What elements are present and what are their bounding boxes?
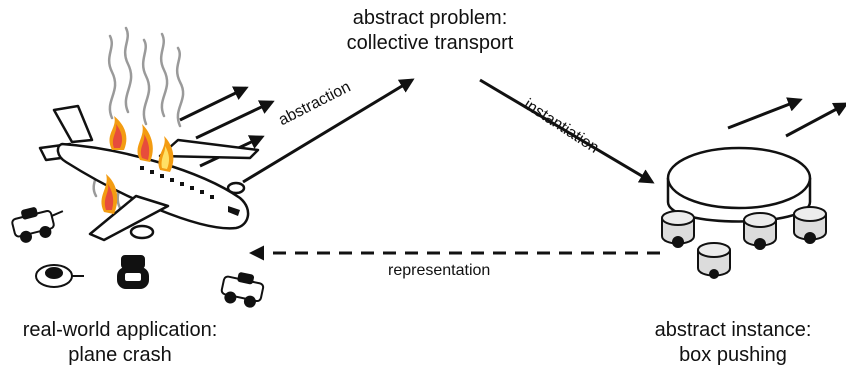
node-abstract-problem-line1: abstract problem:: [352, 7, 508, 29]
node-abstract-problem: abstract problem: collective transport: [300, 6, 560, 56]
box-icon: [666, 146, 812, 223]
node-abstract-instance-line2: box pushing: [679, 344, 787, 366]
robot-icon: [697, 242, 731, 279]
robot-icon: [220, 272, 265, 308]
node-real-world-line2: plane crash: [68, 344, 172, 366]
robot-icon: [743, 212, 777, 250]
instantiation-arrow: [479, 78, 655, 184]
node-abstract-instance-line1: abstract instance:: [654, 319, 812, 341]
robot-icon: [11, 207, 64, 243]
robot-icon: [661, 210, 695, 248]
abstraction-arrow: [242, 78, 415, 184]
node-abstract-instance: abstract instance: box pushing: [620, 318, 846, 368]
plane-icon: [38, 104, 260, 242]
box-motion-arrows: [727, 97, 846, 138]
rescue-robots: [11, 207, 265, 308]
node-real-world-application: real-world application: plane crash: [0, 318, 240, 368]
robot-icon: [793, 206, 827, 244]
node-abstract-problem-line2: collective transport: [346, 32, 514, 54]
robot-icon: [117, 255, 149, 289]
plane-windows: [140, 166, 240, 216]
fire-icon: [101, 116, 174, 214]
pushing-robots: [661, 206, 827, 279]
node-real-world-line1: real-world application:: [22, 319, 218, 341]
robot-icon: [35, 264, 84, 288]
edge-label-representation: representation: [388, 262, 491, 279]
